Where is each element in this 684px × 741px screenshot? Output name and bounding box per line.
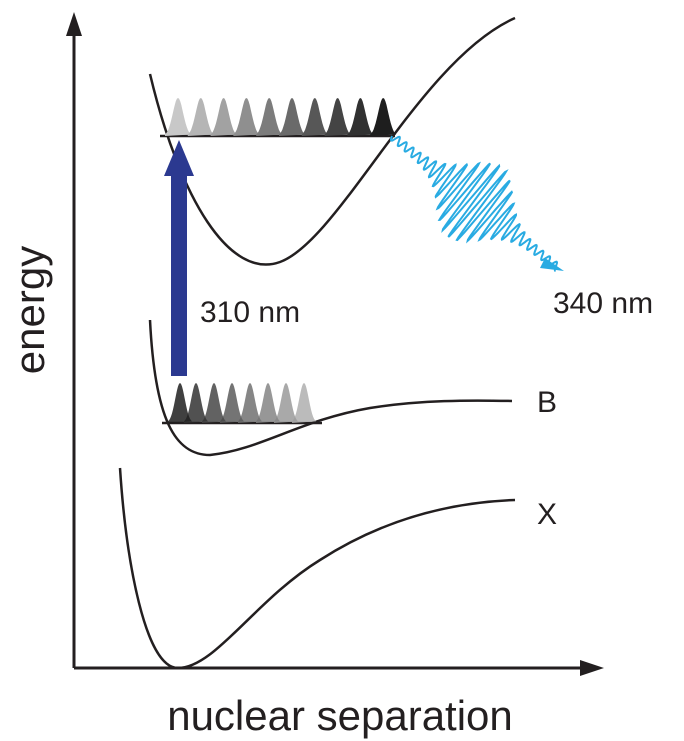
upper-wavepacket: [324, 98, 351, 136]
emission-wave: [390, 135, 564, 272]
excitation-arrow: [164, 140, 194, 376]
lower-wavepacket: [238, 383, 262, 423]
excitation-arrow-shaft: [171, 170, 187, 376]
upper-wavepacket: [279, 98, 305, 136]
emission-wavelength-label: 340 nm: [553, 287, 653, 320]
b-state-curve: [148, 319, 513, 457]
upper-wavepacket: [301, 98, 328, 136]
x-state-curve: [118, 467, 516, 670]
lower-wavepacket: [292, 383, 316, 423]
y-axis-arrowhead: [66, 12, 82, 36]
upper-wavepacket-series: [160, 98, 397, 138]
excitation-wavelength-label: 310 nm: [200, 296, 300, 329]
upper-state-curve: [148, 16, 516, 266]
lower-wavepacket: [168, 383, 192, 423]
x-axis-label: nuclear separation: [167, 692, 513, 739]
x-axis-arrowhead: [580, 660, 604, 676]
emission-wave-path: [390, 135, 559, 272]
lower-wavepacket: [184, 383, 208, 423]
emission-wave-arrowhead: [540, 258, 564, 271]
lower-wavepacket-series: [162, 383, 322, 425]
lower-wavepacket: [220, 383, 244, 423]
upper-wavepacket: [347, 98, 374, 136]
upper-wavepacket: [210, 98, 237, 136]
b-state-label: B: [537, 386, 557, 419]
upper-wavepacket: [370, 98, 397, 136]
excitation-arrow-head: [164, 140, 194, 176]
upper-wavepacket: [165, 98, 191, 136]
x-state-label: X: [537, 498, 557, 531]
lower-wavepacket: [202, 383, 226, 423]
lower-wavepacket: [256, 383, 280, 423]
y-axis-label: energy: [6, 246, 53, 374]
upper-wavepacket: [233, 98, 260, 136]
upper-wavepacket: [256, 98, 283, 136]
lower-wavepacket: [274, 383, 298, 423]
upper-wavepacket: [187, 98, 214, 136]
axes: [66, 12, 604, 676]
